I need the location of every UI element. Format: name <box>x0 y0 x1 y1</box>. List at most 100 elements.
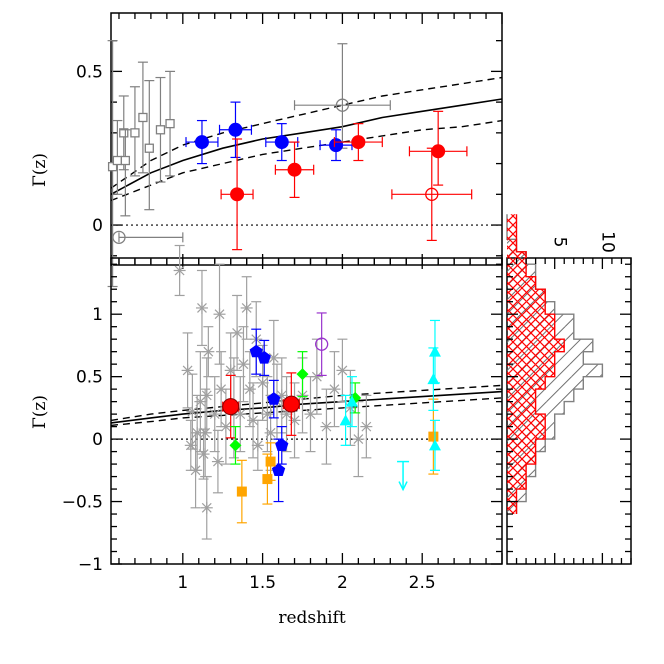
data-point <box>333 123 383 162</box>
series-open-circle <box>315 312 329 377</box>
data-point <box>428 419 441 471</box>
bottom-model-curves <box>110 384 503 440</box>
data-point-asterisk-stroke <box>201 390 212 401</box>
data-point-asterisk-stroke <box>238 359 249 370</box>
data-point <box>197 428 210 480</box>
series-filled-circle-large <box>222 372 300 439</box>
bottom-data-marks <box>173 244 441 540</box>
data-point <box>328 351 341 428</box>
data-point <box>345 376 358 428</box>
data-point-asterisk-stroke <box>187 406 198 417</box>
data-point-pentagon <box>257 350 271 364</box>
data-point-asterisk-stroke <box>241 303 252 313</box>
data-point-open-square <box>112 155 123 166</box>
histogram-count-tick-label: 10 <box>597 231 617 253</box>
data-point <box>137 61 148 174</box>
data-point <box>200 475 213 540</box>
histogram-bin <box>507 364 555 377</box>
data-point <box>240 276 253 340</box>
model-lower-curve <box>110 119 503 202</box>
series-filled-triangle <box>339 319 441 471</box>
histogram-bin <box>507 314 555 327</box>
bottom-y-tick-label: 0.5 <box>76 368 103 388</box>
data-point <box>251 419 264 471</box>
data-point-open-circle <box>315 337 329 351</box>
data-point <box>360 394 373 459</box>
data-point <box>428 319 441 384</box>
data-point-filled-circle <box>431 144 446 159</box>
histogram-bin <box>507 351 555 365</box>
data-point-triangle <box>428 345 441 357</box>
histogram-bin <box>507 214 517 227</box>
data-point <box>218 101 253 159</box>
data-point-triangle <box>428 439 441 451</box>
data-point-filled-circle <box>274 135 289 150</box>
data-point-asterisk-stroke <box>329 384 340 395</box>
series-filled-circle <box>185 101 353 165</box>
data-point-large-circle <box>282 395 300 413</box>
histogram-bin <box>507 301 546 315</box>
data-point <box>408 110 468 186</box>
data-point-asterisk-stroke <box>257 377 268 388</box>
data-point <box>220 138 254 251</box>
x-axis-label: redshift <box>278 608 345 628</box>
series-open-circle <box>391 147 473 242</box>
data-point <box>336 338 349 403</box>
data-point-triangle <box>339 414 352 426</box>
data-point <box>185 119 219 165</box>
top-y-tick-labels: 00.5 <box>76 62 103 236</box>
data-point-filled-circle <box>194 135 209 150</box>
data-point <box>195 269 208 347</box>
data-point <box>120 129 131 217</box>
bottom-y-axis-label: Γ(z) <box>30 395 50 429</box>
histogram-count-tick-label: 5 <box>550 237 570 248</box>
data-point-open-square <box>144 143 154 153</box>
series-filled-circle <box>220 110 468 251</box>
data-point-filled-circle <box>329 138 344 153</box>
model-upper-curve <box>110 76 503 189</box>
histogram-bin <box>507 226 517 240</box>
series-upper-limit <box>397 460 410 492</box>
top-y-tick-label: 0.5 <box>76 62 103 82</box>
data-point-triangle <box>345 395 358 407</box>
data-point <box>282 372 300 436</box>
data-point-asterisk-stroke <box>198 449 209 460</box>
histogram-bin <box>507 289 546 302</box>
data-point-asterisk-stroke <box>311 371 322 382</box>
histogram-outline <box>515 214 565 514</box>
top-model-curves <box>110 76 503 226</box>
data-point <box>391 147 473 242</box>
bottom-ticks <box>111 258 503 565</box>
bottom-y-tick-labels: −1−0.500.51 <box>62 305 103 575</box>
histogram-panel: 5 10 <box>506 214 632 565</box>
upper-limit-arrow <box>398 481 408 492</box>
data-point-asterisk-stroke <box>182 365 193 376</box>
data-point <box>112 119 123 195</box>
histogram-bin <box>507 339 565 352</box>
top-data-marks <box>107 40 473 288</box>
data-point <box>236 459 247 524</box>
top-y-tick-label: 0 <box>92 216 103 236</box>
series-filled-square <box>236 398 439 524</box>
data-point <box>202 326 215 378</box>
data-point <box>237 326 250 403</box>
model-central-curve <box>110 98 503 196</box>
top-plot-frame <box>110 12 503 266</box>
data-point <box>249 328 263 375</box>
histogram-bin <box>507 264 527 277</box>
data-point-filled-square <box>428 431 439 442</box>
histogram-bin <box>507 501 517 515</box>
data-point-asterisk-stroke <box>201 502 212 513</box>
histogram-bin <box>507 376 546 390</box>
data-point-asterisk-stroke <box>361 421 372 432</box>
data-point-asterisk-stroke <box>209 409 220 420</box>
histogram-bin <box>507 276 536 290</box>
data-point <box>184 419 197 471</box>
data-point-asterisk-stroke <box>214 309 225 320</box>
data-point-open-square <box>119 128 129 138</box>
data-point-asterisk-stroke <box>252 440 263 451</box>
histogram-series <box>507 214 565 515</box>
histogram-bin <box>507 401 536 415</box>
